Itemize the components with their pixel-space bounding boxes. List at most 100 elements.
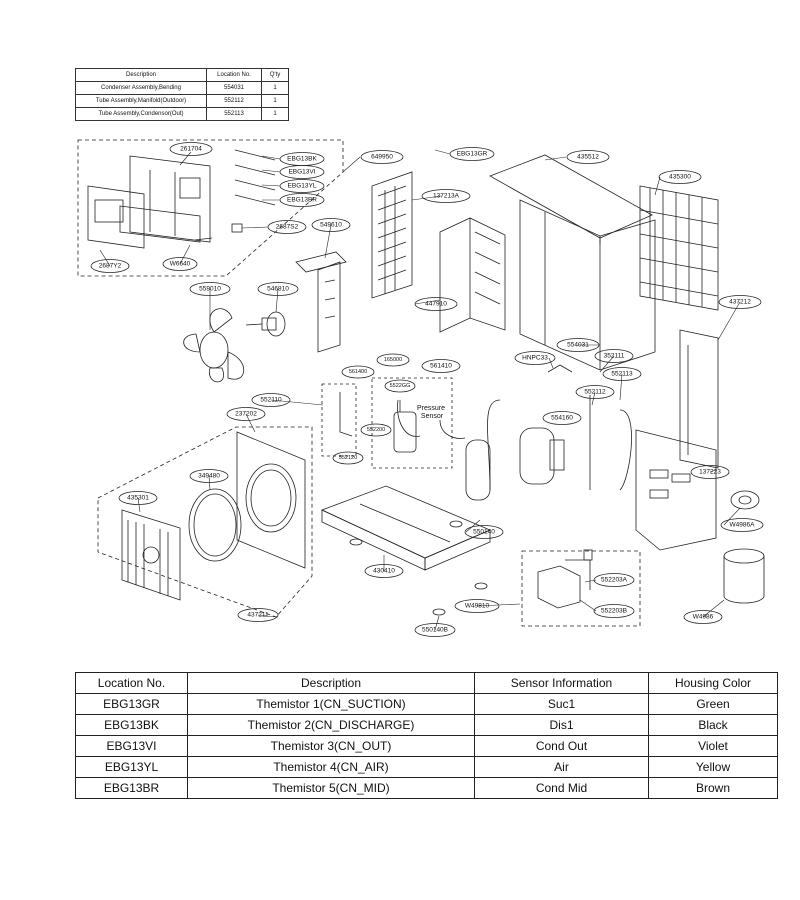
callout-oval [162,257,198,271]
callout-oval [464,525,504,539]
callout-label: W4986A [730,522,756,529]
table-row: Tube Assembly,Manifold(Outdoor) 552112 1 [75,94,289,108]
parts-table: Description Location No. Q'ty Condenser … [75,68,289,121]
pressure-sensor-line: Pressure [417,405,445,412]
callout-label: 552203A [601,577,628,584]
callout-oval [421,359,461,373]
insulation-sleeve [723,548,765,604]
thermistor-cell: Green [648,693,778,715]
callout-oval [226,407,266,421]
parts-table-header: Description Location No. Q'ty [75,68,289,82]
thermistor-cell: Yellow [648,756,778,778]
callout-label: 437211 [247,612,269,619]
thermistor-cell: EBG13BK [75,714,188,736]
front-fan-grille [121,509,181,601]
callout-oval [720,518,764,532]
callout-oval [718,295,762,309]
callout-oval [594,349,634,363]
rear-grille [639,185,719,311]
callout-label: 552112 [584,389,606,396]
front-right-panel [635,429,717,551]
callout-oval [118,491,158,505]
partition-panel [439,217,506,333]
side-panel [679,329,719,469]
callout-oval [237,608,279,622]
table-row: EBG13VI Themistor 3(CN_OUT) Cond Out Vio… [75,735,778,757]
valve-group-outline [321,383,357,457]
callout-oval [257,282,299,296]
thermistor-cell: Cond Out [474,735,649,757]
thermistor-header-description: Description [187,672,475,694]
callout-label: 649950 [371,154,393,161]
thermistor-cell: Themistor 2(CN_DISCHARGE) [187,714,475,736]
callout-label: HNPC33 [522,355,548,362]
thermistor-table: Location No. Description Sensor Informat… [75,672,778,799]
thermistor-cell: EBG13VI [75,735,188,757]
pressure-sensor-line: Sensor [421,413,444,420]
callout-label: 447910 [425,301,447,308]
callout-oval [421,189,471,203]
service-valve-group-outline [521,550,641,627]
callout-label: 261704 [180,146,202,153]
callout-label: EBG13BR [287,197,317,204]
callout-label: 5522GG [390,383,411,389]
callout-oval [514,351,556,365]
callout-oval [690,465,730,479]
callout-label: 352111 [604,353,625,360]
callout-label: 2687Y2 [99,263,122,270]
thermistor-cell: EBG13BR [75,777,188,799]
callout-oval [251,393,291,407]
callout-oval [376,353,410,367]
feet [349,520,488,616]
thermistor-cell: Themistor 1(CN_SUCTION) [187,693,475,715]
callout-oval [602,367,642,381]
callout-oval [279,179,325,193]
callout-oval [279,193,325,207]
callout-label: 546810 [267,286,289,293]
thermistor-cell: Brown [648,777,778,799]
fan-guard-grille [371,171,413,299]
top-cover [489,154,653,239]
callout-label: 137223 [699,469,721,476]
callout-oval [542,411,582,425]
thermistor-cell: Cond Mid [474,777,649,799]
callout-label: 2687S2 [276,224,299,231]
thermistor-cell: Suc1 [474,693,649,715]
callout-label: 552203B [601,608,627,615]
drain-fittings [730,490,760,510]
front-panel [236,431,306,569]
callout-oval [683,610,723,624]
callout-label: 550140B [422,627,448,634]
callout-label: 137213A [433,193,460,200]
callout-label: W49810 [465,603,490,610]
callout-label: 552120 [339,455,357,461]
service-valve-assembly [537,549,593,609]
callout-oval [279,165,325,179]
callout-oval [341,365,375,379]
callout-label: 349480 [198,473,220,480]
table-row: Tube Assembly,Condensor(Out) 552113 1 [75,107,289,121]
callout-label: 554031 [567,342,589,349]
callout-oval [575,385,615,399]
leader-lines [99,149,741,631]
thermistor-cell: Themistor 3(CN_OUT) [187,735,475,757]
callout-label: 561410 [430,363,452,370]
pressure-sensor-group-outline [371,377,453,469]
callout-oval [414,297,458,311]
callout-label: 435301 [127,495,149,502]
callout-oval [311,218,351,232]
table-row: EBG13BK Themistor 2(CN_DISCHARGE) Dis1 B… [75,714,778,736]
callout-oval [566,150,610,164]
callout-oval [414,623,456,637]
callout-oval [449,147,495,161]
exploded-view-diagram: 261704 EBG13BK EBG13VI EBG13YL EBG13BR 6… [77,139,765,637]
thermistor-cell: Themistor 5(CN_MID) [187,777,475,799]
callout-label: EBG13VI [288,169,315,176]
bell-mouth-ring [188,488,242,562]
callout-oval [454,599,500,613]
callout-label: 552113 [611,371,633,378]
callout-label: 552200 [367,427,385,433]
condenser-coil [519,199,656,371]
front-grille-group-outline [97,426,313,618]
callout-label: 165000 [384,357,402,363]
